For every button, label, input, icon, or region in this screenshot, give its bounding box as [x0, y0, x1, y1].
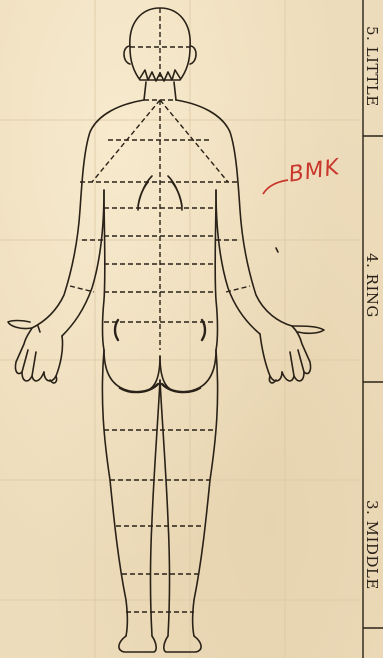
body-outline [8, 8, 324, 652]
column-label-middle: 3. MIDDLE [359, 460, 381, 630]
column-label-ring: 4. RING [359, 210, 381, 360]
column-label-little: 5. LITTLE [359, 6, 381, 126]
paper-grid [0, 0, 360, 658]
region-dividers [70, 8, 250, 612]
annotation-line [263, 180, 288, 194]
